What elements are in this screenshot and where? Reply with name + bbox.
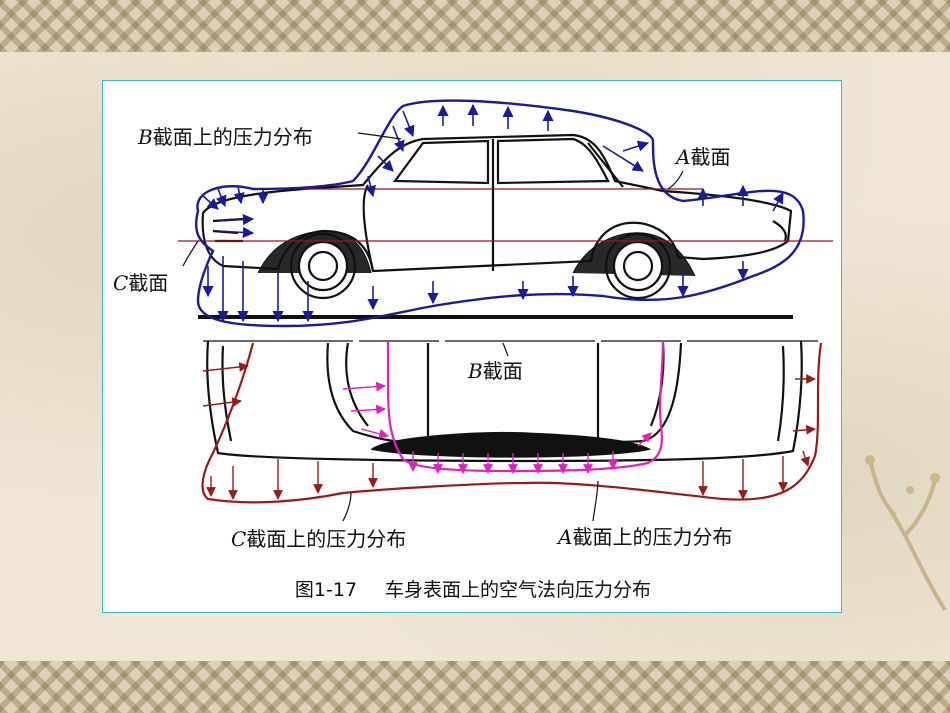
figure-number: 图1-17: [294, 579, 358, 601]
figure-panel: B截面上的压力分布 A截面 C截面 B截面 C截面上的压力分布 A截面上的压力分…: [102, 80, 842, 613]
figure-caption: 图1-17 车身表面上的空气法向压力分布: [103, 575, 843, 602]
label-c-section: C截面: [113, 271, 169, 295]
label-a-section: A截面: [676, 145, 731, 169]
a-pressure-distribution: [386, 340, 665, 473]
c-pressure-distribution: [201, 342, 823, 504]
label-a-pressure: A截面上的压力分布: [558, 525, 733, 549]
decorative-border-top: [0, 0, 950, 52]
label-b-section: B截面: [468, 359, 523, 383]
car-pressure-diagram: [178, 99, 833, 522]
a-pressure-arrows: [342, 381, 652, 474]
label-leader-lines: [182, 132, 684, 522]
label-c-pressure: C截面上的压力分布: [231, 527, 407, 551]
figure-title: 车身表面上的空气法向压力分布: [385, 579, 652, 601]
b-pressure-distribution: [194, 99, 805, 328]
plum-branch-decoration: [865, 455, 947, 612]
decorative-border-bottom: [0, 661, 950, 713]
b-pressure-arrows: [202, 103, 784, 323]
c-pressure-arrows: [202, 362, 816, 500]
label-b-pressure: B截面上的压力分布: [138, 125, 313, 149]
car-plan-outline: [206, 340, 803, 463]
